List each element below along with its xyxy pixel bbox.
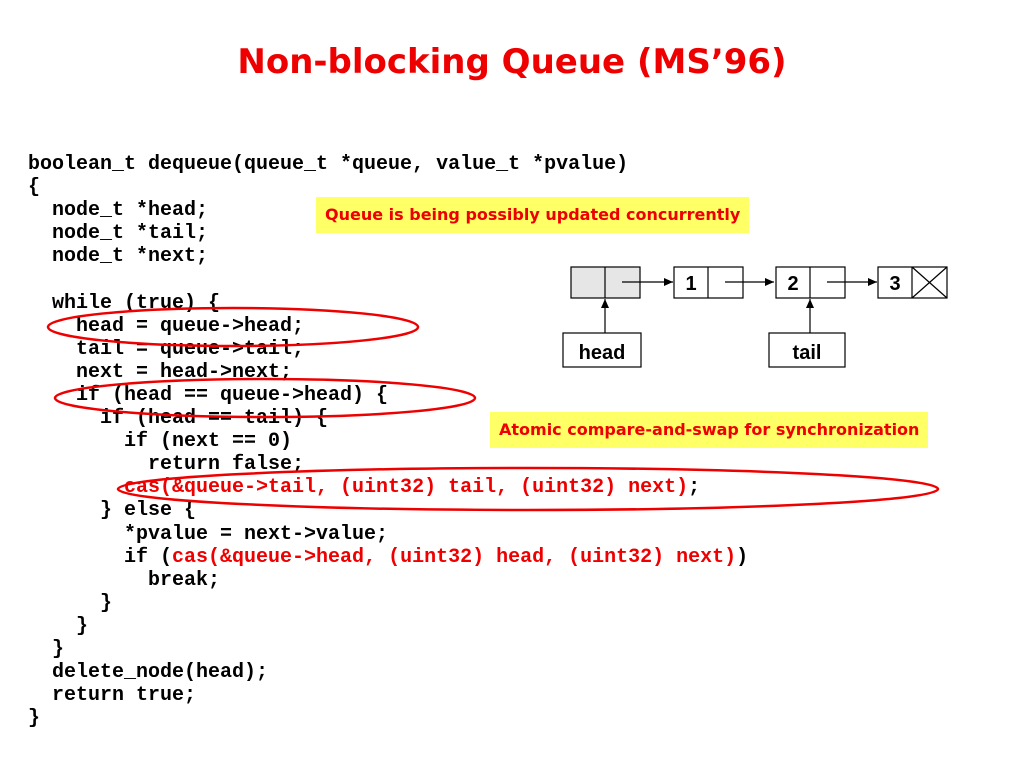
head-pointer: head xyxy=(562,299,642,368)
cas-tail-call: cas(&queue->tail, (uint32) tail, (uint32… xyxy=(124,476,689,500)
code-line-2: { xyxy=(28,176,41,200)
node-label-3: 3 xyxy=(889,273,900,295)
code-line-20: } xyxy=(28,591,113,615)
tail-pointer-label: tail xyxy=(793,342,822,364)
code-line-21: } xyxy=(28,614,89,638)
code-line-4: node_t *tail; xyxy=(28,222,209,246)
code-line-22: } xyxy=(28,637,65,661)
ellipse-head-check xyxy=(53,377,477,419)
code-line-18: if (cas(&queue->head, (uint32) head, (ui… xyxy=(28,546,748,569)
atomic-cas-note: Atomic compare-and-swap for synchronizat… xyxy=(490,412,929,448)
node-label-1: 1 xyxy=(685,273,696,295)
ellipse-head-read xyxy=(46,306,420,348)
code-line-15: cas(&queue->tail, (uint32) tail, (uint32… xyxy=(28,476,748,499)
tail-pointer: tail xyxy=(768,299,846,368)
node-label-2: 2 xyxy=(787,273,798,295)
code-line-1: boolean_t dequeue(queue_t *queue, value_… xyxy=(28,153,629,176)
cas-head-prefix: if ( xyxy=(28,545,173,569)
slide-title: Non-blocking Queue (MS’96) xyxy=(237,42,787,82)
code-line-24: return true; xyxy=(28,684,197,708)
code-line-14: return false; xyxy=(28,453,305,477)
code-line-23: delete_node(head); xyxy=(28,661,269,685)
code-line-9: tail = queue->tail; xyxy=(28,337,305,361)
code-line-5: node_t *next; xyxy=(28,245,209,269)
code-line-16: } else { xyxy=(28,499,197,523)
head-pointer-label: head xyxy=(579,342,626,364)
code-line-17: *pvalue = next->value; xyxy=(28,522,389,546)
cas-tail-suffix: ; xyxy=(688,476,701,500)
code-line-13: if (next == 0) xyxy=(28,430,293,454)
code-line-3: node_t *head; xyxy=(28,199,209,223)
cas-head-call: cas(&queue->head, (uint32) head, (uint32… xyxy=(172,545,737,569)
cas-head-suffix: ) xyxy=(736,545,749,569)
concurrent-update-note: Queue is being possibly updated concurre… xyxy=(316,197,750,233)
code-line-11: if (head == queue->head) { xyxy=(28,383,389,407)
dequeue-code-listing: boolean_t dequeue(queue_t *queue, value_… xyxy=(28,153,748,730)
ellipse-cas-tail xyxy=(116,466,940,512)
code-line-8: head = queue->head; xyxy=(28,314,305,338)
list-node-3: 3 xyxy=(877,266,948,299)
code-line-19: break; xyxy=(28,568,221,592)
code-line-25: } xyxy=(28,707,41,731)
